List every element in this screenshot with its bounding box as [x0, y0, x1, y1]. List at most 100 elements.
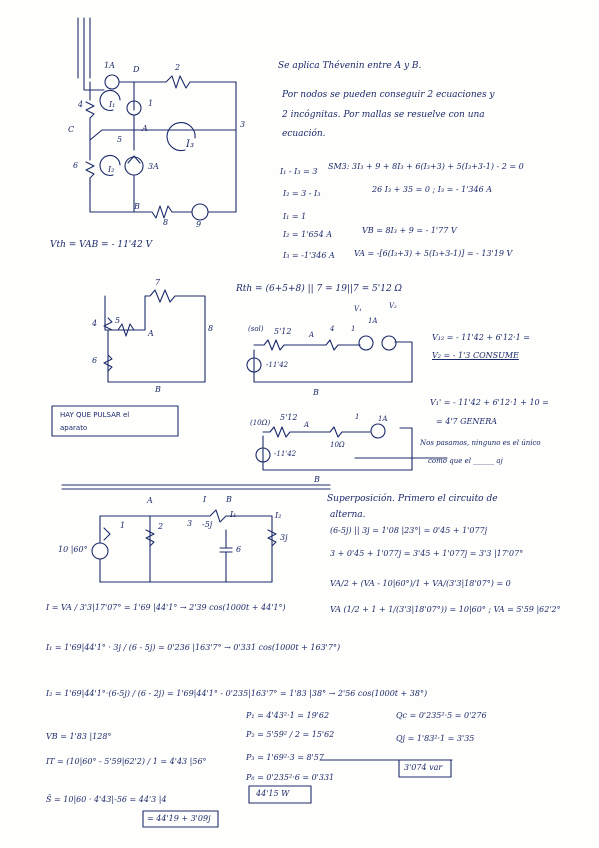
note-line-3: 2 incógnitas. Por mallas se resuelve con… [282, 110, 485, 120]
te1-v1: V₁ [354, 305, 362, 313]
ac-label-cap: -5j [202, 520, 213, 529]
ac-label-b: B [226, 495, 232, 504]
result-i1: I₁ = 1'69|44'1° · 3j / (6 - 5j) = 0'236 … [46, 643, 341, 652]
power-p2: P₂ = 5'59² / 2 = 15'62 [246, 730, 335, 739]
te2-b: B [314, 475, 320, 484]
ac-label-r1: 1 [120, 521, 126, 530]
mesh-solution: 26 I₃ + 35 = 0 ; I₃ = - 1'346 A [372, 185, 492, 194]
note-line-2: Por nodos se pueden conseguir 2 ecuacion… [282, 90, 495, 100]
ac-label-src: 10 |60° [58, 545, 88, 554]
ac-label-i1: I₁ [230, 510, 237, 519]
label-loop-i3: I₃ [186, 139, 194, 150]
c2-label-5: 5 [115, 316, 121, 325]
te1-v2: V₂ [389, 302, 397, 310]
eq-i3-value: I₃ = -1'346 A [283, 251, 335, 260]
te2-result-line1: V₁' = - 11'42 + 6'12·1 + 10 = [430, 398, 549, 407]
warning-line-1: HAY QUE PULSAR el [60, 411, 130, 419]
c2-label-6: 6 [92, 356, 98, 365]
warning-line-2: aparato [60, 424, 88, 432]
c2-label-8: 8 [208, 324, 214, 333]
vb-value: VB = 8I₃ + 9 = - 1'77 V [362, 226, 457, 235]
power-total-frame [248, 785, 312, 804]
note-line-4: ecuación. [282, 129, 326, 139]
label-src-1a: 1A [104, 61, 115, 70]
te1-b: B [313, 388, 319, 397]
vth-result: Vth = VAB = - 11'42 V [50, 240, 153, 250]
super-eq-2: 3 + 0'45 + 1'077j = 3'45 + 1'077j = 3'3 … [330, 549, 524, 558]
label-res-9: 9 [196, 220, 202, 229]
circuit-2-drawing [103, 289, 206, 383]
te2-result-line4: como que el ______ aj [428, 457, 503, 465]
te1-rth: 5'12 [274, 327, 292, 336]
ac-label-r3: 3 [187, 519, 193, 528]
te2-result-line2: = 4'7 GENERA [436, 417, 498, 426]
label-src-3a: 3A [148, 162, 159, 171]
s-box-frame [142, 810, 219, 828]
label-res-3: 3 [240, 120, 246, 129]
thevenin-equivalent-2-drawing [255, 423, 413, 471]
label-loop-i1: I₁ [109, 100, 116, 109]
super-line-1: Superposición. Primero el circuito de [327, 494, 498, 504]
result-i: I = VA / 3'3|17'07° = 1'69 |44'1° → 2'39… [46, 603, 286, 612]
te2-src: 1A [378, 415, 388, 423]
ac-label-ind: 3j [280, 533, 288, 542]
te1-r4: 4 [330, 325, 335, 333]
thevenin-equivalent-1-drawing [246, 335, 413, 383]
eq-i1-i3: I₁ - I₃ = 3 [280, 167, 318, 176]
te2-rth: 5'12 [280, 413, 298, 422]
label-res-8: 8 [163, 218, 169, 227]
va-value: VA = -[6(I₃+3) + 5(I₃+3-1)] = - 13'19 V [354, 249, 513, 258]
ac-label-i2: I₂ [275, 511, 282, 520]
te1-tag: (sol) [248, 325, 264, 333]
ac-label-r6: 6 [236, 545, 242, 554]
q-total-frame [398, 759, 452, 778]
c2-label-7: 7 [155, 278, 161, 287]
te1-result-line2: V₂ = - 1'3 CONSUME [432, 351, 519, 360]
c2-label-b: B [155, 385, 161, 394]
te2-vsrc: -11'42 [274, 450, 297, 458]
te1-result-line1: V₁₂ = - 11'42 + 6'12·1 = [432, 333, 530, 342]
label-loop-i2: I₂ [108, 165, 115, 174]
power-qc: Qc = 0'235²·5 = 0'276 [396, 711, 487, 720]
separator-line [61, 484, 331, 490]
result-s-box: = 44'19 + 3'09j [147, 814, 211, 823]
power-q-total: 3'074 var [404, 763, 443, 772]
te2-r1: 1 [355, 413, 360, 421]
ac-label-i: I [203, 495, 207, 504]
te2-a: A [304, 421, 310, 429]
label-res-4: 4 [78, 100, 84, 109]
te1-a: A [309, 331, 315, 339]
power-p1: P₁ = 4'43²·1 = 19'62 [246, 711, 330, 720]
power-p6: P₆ = 0'235²·6 = 0'331 [246, 773, 335, 782]
label-res-6: 6 [73, 161, 79, 170]
eq-i1: I₁ = 1 [283, 212, 307, 221]
te1-r1: 1 [351, 325, 356, 333]
te1-vsrc: -11'42 [266, 361, 289, 369]
ac-label-a: A [147, 496, 153, 505]
ac-circuit-drawing [91, 509, 277, 583]
label-res-1: 1 [148, 99, 154, 108]
note-line-1: Se aplica Thévenin entre A y B. [278, 61, 422, 71]
eq-i2: I₂ = 3 - I₃ [283, 189, 321, 198]
warning-box-frame [51, 405, 179, 437]
label-node-c: C [68, 125, 75, 134]
te2-r10: 10Ω [330, 441, 345, 449]
mesh-equation: SM3: 3I₃ + 9 + 8I₃ + 6(I₃+3) + 5(I₃+3-1)… [328, 162, 524, 171]
te2-result-line3: Nos pasamos, ninguno es el único [420, 439, 541, 447]
rth-result: Rth = (6+5+8) || 7 = 19||7 = 5'12 Ω [236, 284, 402, 294]
te2-tag: (10Ω) [250, 419, 271, 427]
super-va: VA (1/2 + 1 + 1/(3'3|18'07°)) = 10|60° ;… [330, 605, 561, 614]
power-p3: P₃ = 1'69²·3 = 8'57 [246, 753, 324, 762]
c2-label-4: 4 [92, 319, 98, 328]
result-vb: VB = 1'83 |128° [46, 732, 112, 741]
power-qj: Qj = 1'83²·1 = 3'35 [396, 734, 475, 743]
super-line-2: alterna. [330, 510, 366, 520]
label-node-d: D [133, 65, 140, 74]
te1-src: 1A [368, 317, 378, 325]
label-res-2: 2 [175, 63, 181, 72]
label-node-a: A [142, 124, 148, 133]
c2-label-a: A [148, 329, 154, 338]
super-node-eq: VA/2 + (VA - 10|60°)/1 + VA/(3'3|18'07°)… [330, 579, 511, 588]
result-i2: I₂ = 1'69|44'1°·(6-5j) / (6 - 2j) = 1'69… [46, 689, 428, 698]
